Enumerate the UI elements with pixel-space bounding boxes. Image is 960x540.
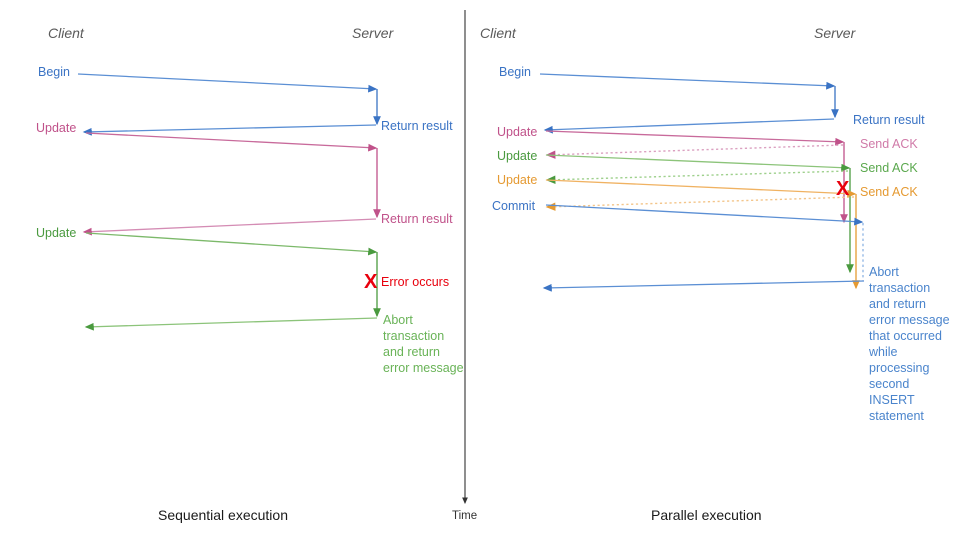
client-lane-title-right: Client	[480, 25, 517, 41]
abort-line-1: Abort	[383, 313, 413, 327]
abort-text-block-parallel: Abort transaction and return error messa…	[868, 265, 950, 423]
message-update-3-parallel[interactable]: Update Send ACK	[497, 173, 918, 290]
message-label-commit: Commit	[492, 199, 536, 213]
panel-title-sequential: Sequential execution	[158, 507, 288, 523]
send-ack-3-label: Send ACK	[860, 185, 918, 199]
error-occurs-label: Error occurs	[381, 275, 449, 289]
time-axis: Time	[452, 10, 477, 522]
abort-line-4: error message	[383, 361, 464, 375]
message-label-update-3-parallel: Update	[497, 173, 537, 187]
message-label-update-2-parallel: Update	[497, 149, 537, 163]
client-lane-title-left: Client	[48, 25, 85, 41]
error-x-icon-parallel: X	[836, 178, 850, 200]
message-update-1-sequential[interactable]: Update	[36, 121, 381, 219]
abort-line-2: transaction	[383, 329, 444, 343]
abort-p-line-3: and return	[869, 297, 926, 311]
abort-text-block-sequential: Abort transaction and return error messa…	[383, 313, 464, 375]
panel-title-parallel: Parallel execution	[651, 507, 762, 523]
abort-p-line-9: INSERT	[869, 393, 915, 407]
message-abort-sequential[interactable]: Abort transaction and return error messa…	[84, 313, 464, 375]
abort-p-line-7: processing	[869, 361, 929, 375]
panel-parallel: Client Server Begin Return result Update…	[480, 25, 950, 523]
send-ack-1-label: Send ACK	[860, 137, 918, 151]
abort-p-line-4: error message	[869, 313, 950, 327]
error-marker-parallel: X	[836, 178, 850, 200]
return-result-label-parallel: Return result	[853, 113, 925, 127]
abort-p-line-6: while	[868, 345, 898, 359]
error-x-icon: X	[364, 271, 378, 293]
message-return-result-1-sequential[interactable]: Return result	[82, 119, 453, 136]
server-lane-title-right: Server	[814, 25, 857, 41]
message-label-update-1: Update	[36, 121, 76, 135]
abort-p-line-1: Abort	[869, 265, 899, 279]
message-label-update-2: Update	[36, 226, 76, 240]
server-lane-title-left: Server	[352, 25, 395, 41]
message-begin-sequential[interactable]: Begin	[38, 65, 381, 126]
message-label-begin-parallel: Begin	[499, 65, 531, 79]
message-label-begin: Begin	[38, 65, 70, 79]
message-update-1-parallel[interactable]: Update Send ACK	[497, 125, 918, 224]
return-result-2-label: Return result	[381, 212, 453, 226]
message-begin-parallel[interactable]: Begin	[499, 65, 839, 119]
message-return-result-2-sequential[interactable]: Return result	[82, 212, 453, 236]
message-label-update-1-parallel: Update	[497, 125, 537, 139]
send-ack-2-label: Send ACK	[860, 161, 918, 175]
abort-line-3: and return	[383, 345, 440, 359]
abort-p-line-10: statement	[869, 409, 924, 423]
panel-sequential: Client Server Begin Return result Update…	[36, 25, 464, 523]
message-update-2-parallel[interactable]: Update Send ACK	[497, 149, 918, 274]
message-return-result-parallel[interactable]: Return result	[543, 113, 925, 134]
abort-p-line-5: that occurred	[869, 329, 942, 343]
message-abort-parallel[interactable]: Abort transaction and return error messa…	[542, 265, 950, 423]
error-marker-sequential: X Error occurs	[364, 271, 449, 293]
abort-p-line-2: transaction	[869, 281, 930, 295]
message-update-2-sequential[interactable]: Update	[36, 226, 381, 318]
abort-p-line-8: second	[869, 377, 909, 391]
message-commit-parallel[interactable]: Commit	[492, 199, 864, 281]
return-result-1-label: Return result	[381, 119, 453, 133]
time-axis-label: Time	[452, 510, 477, 522]
